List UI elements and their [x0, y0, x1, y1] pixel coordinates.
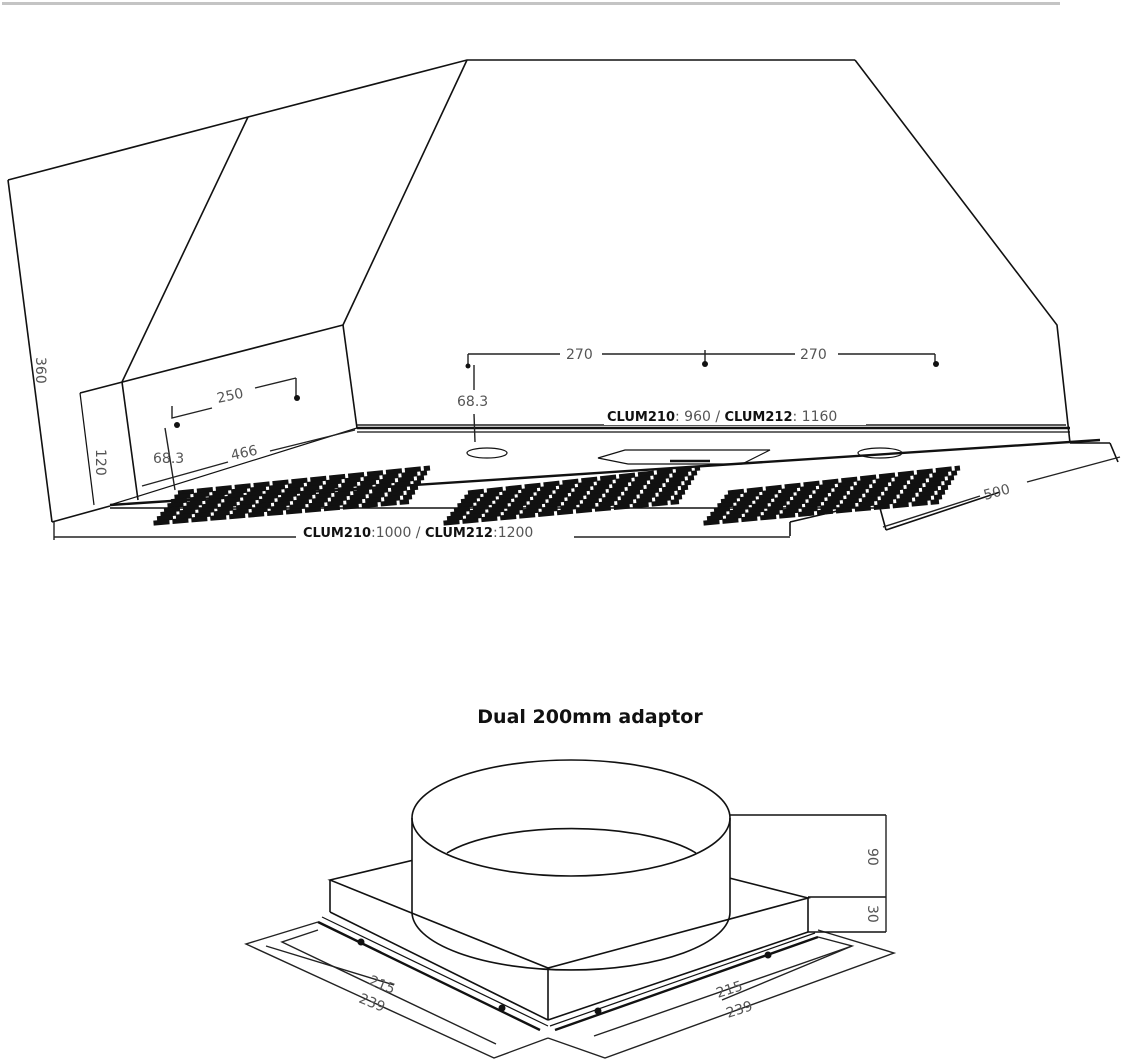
grease-filters [153, 465, 961, 526]
dim-239-left: 239 [357, 991, 388, 1016]
adaptor-collar [411, 759, 731, 971]
inner-width-label: CLUM210: 960 / CLUM212: 1160 [607, 409, 837, 425]
adaptor-title: Dual 200mm adaptor [477, 706, 703, 728]
dim-239-right: 239 [724, 998, 754, 1021]
dim-500: 500 [982, 481, 1012, 503]
dim-90: 90 [864, 848, 880, 866]
dim-120: 120 [92, 449, 108, 476]
dim-heights [730, 814, 887, 933]
dim-68-3-center: 68.3 [457, 394, 488, 410]
dim-360: 360 [32, 357, 48, 384]
top-rule [2, 2, 1060, 5]
hood-body [7, 59, 1071, 523]
dim-270-a: 270 [566, 347, 593, 363]
adaptor-flanges [317, 916, 819, 1032]
dim-215-right: 215 [714, 978, 744, 1001]
dim-68-3-left: 68.3 [153, 451, 184, 467]
dim-250: 250 [216, 386, 245, 407]
outer-width-label: CLUM210:1000 / CLUM212:1200 [303, 525, 533, 541]
dim-270-b: 270 [800, 347, 827, 363]
dim-30: 30 [864, 905, 880, 923]
dim-466: 466 [230, 443, 260, 464]
rangehood-drawing: 360 120 250 68.3 466 270 270 68.3 CLUM21… [7, 59, 1121, 541]
dim-hole-spacing [465, 350, 939, 369]
dim-right [547, 929, 897, 1059]
dim-left [244, 921, 549, 1059]
